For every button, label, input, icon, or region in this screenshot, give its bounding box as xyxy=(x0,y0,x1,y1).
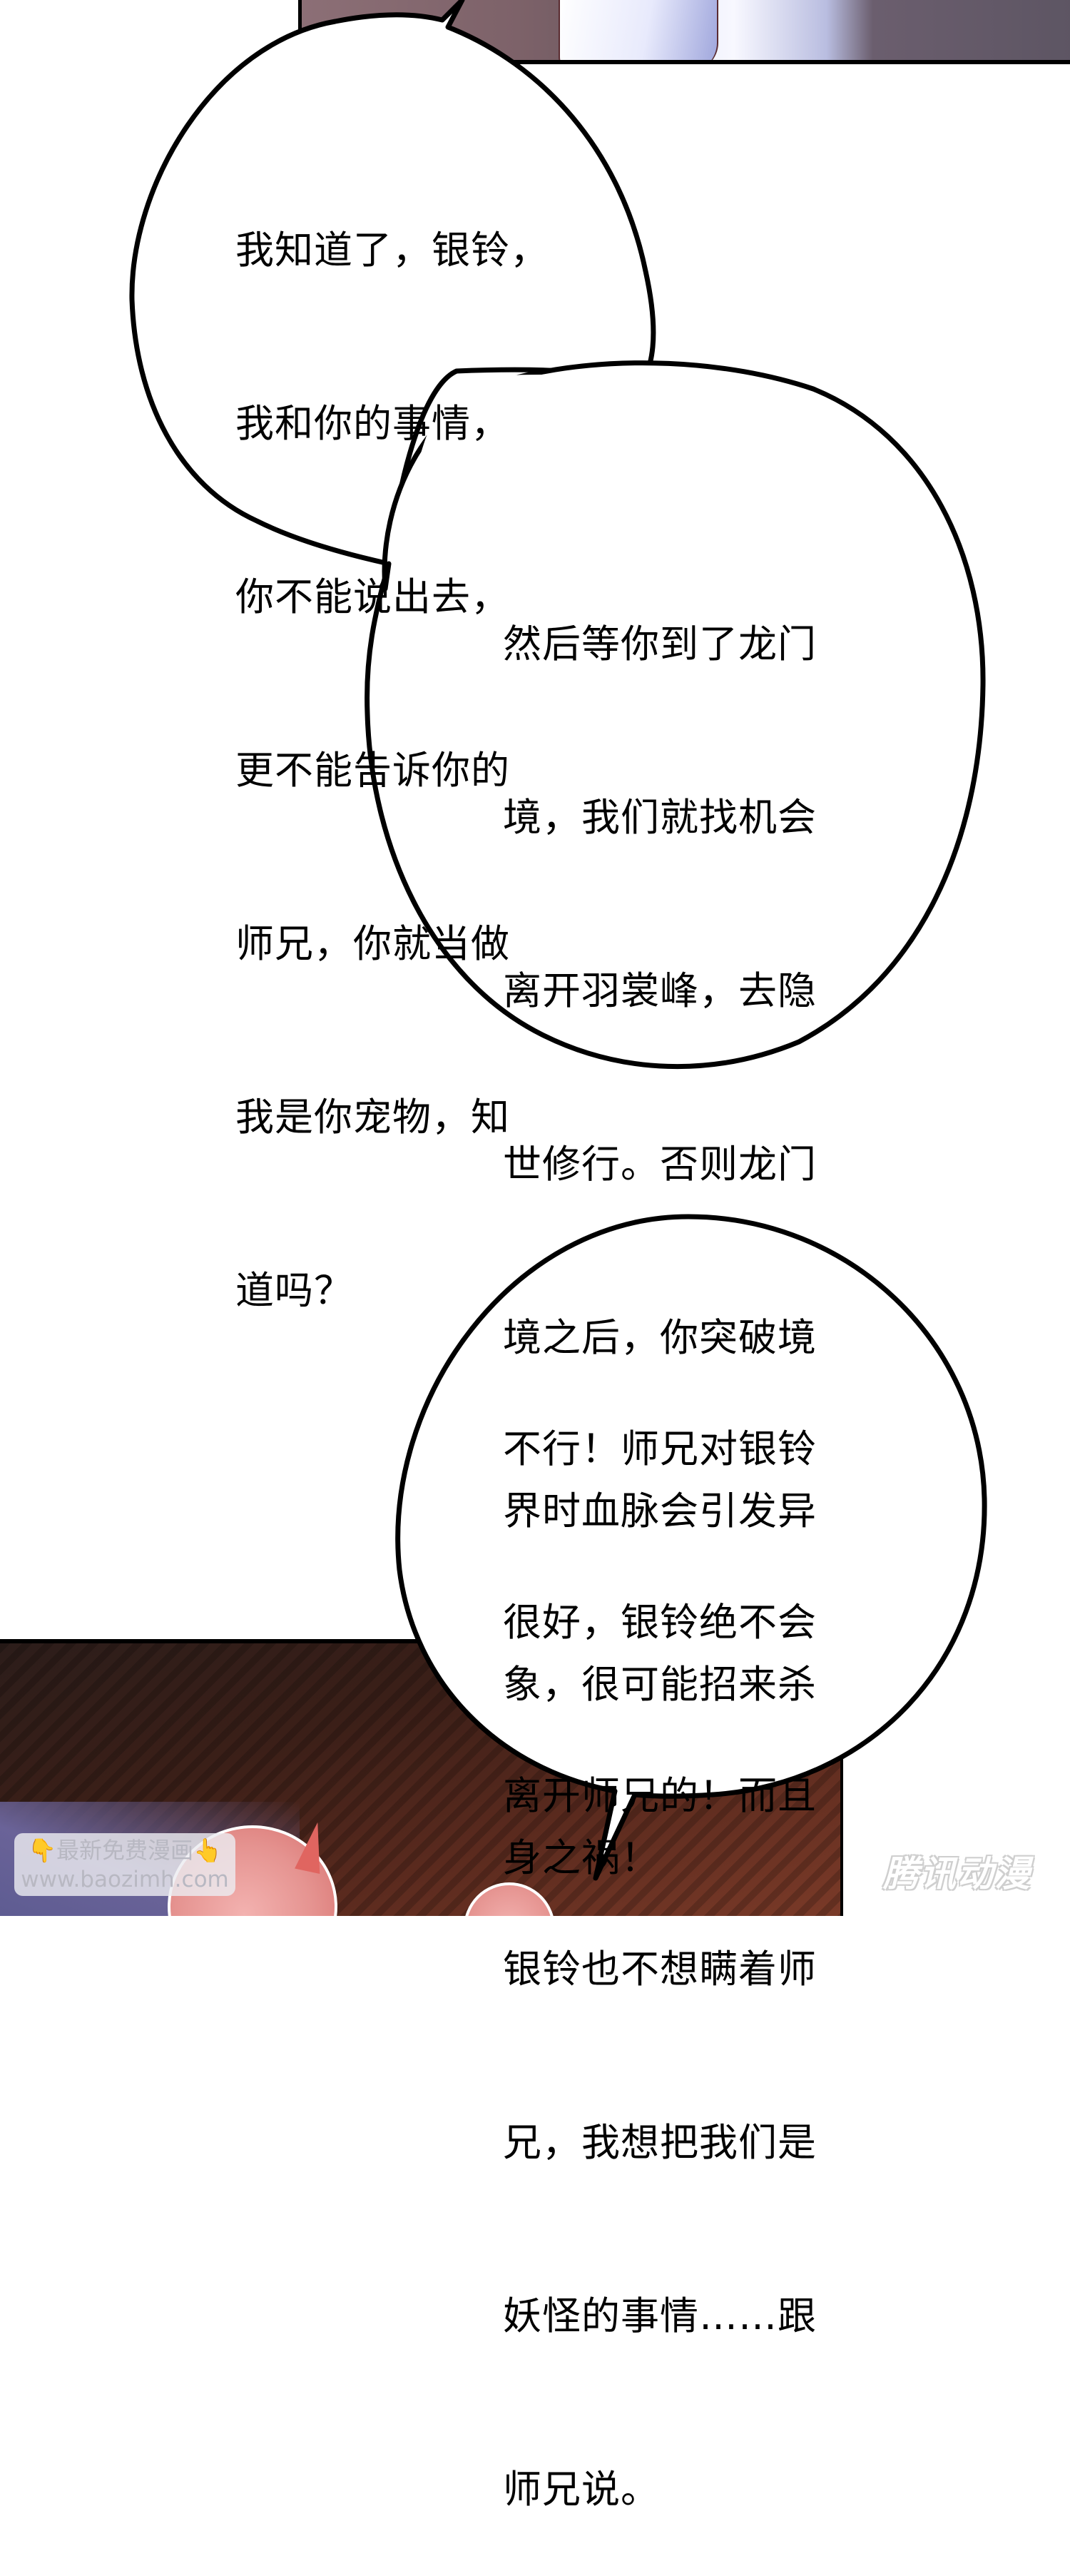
bubble-3-line: 妖怪的事情……跟 xyxy=(503,2293,817,2338)
bubble-3-line: 兄，我想把我们是 xyxy=(503,2120,817,2165)
speech-bubble-2-outline xyxy=(365,360,986,1070)
speech-bubble-3-outline xyxy=(395,1214,987,1881)
watermark-url[interactable]: www.baozimh.com xyxy=(21,1867,229,1892)
bubble-2-line: 境，我们就找机会 xyxy=(503,795,817,840)
bubble-1-line: 我知道了，银铃， xyxy=(235,228,549,273)
bubble-2-line: 境之后，你突破境 xyxy=(503,1315,817,1360)
bubble-2-line: 象，很可能招来杀 xyxy=(503,1662,817,1707)
bubble-1-line: 我和你的事情， xyxy=(235,401,510,446)
bubble-3-line: 很好，银铃绝不会 xyxy=(503,1600,817,1645)
bubble-2-line: 离开羽裳峰，去隐 xyxy=(503,968,817,1013)
white-robe-art xyxy=(559,0,718,60)
bubble-2-line: 世修行。否则龙门 xyxy=(503,1142,817,1187)
tencent-comics-logo: 腾讯动漫 xyxy=(883,1853,1031,1895)
hand-pointing-down-icon: 👇 xyxy=(28,1837,56,1864)
hand-pointing-up-icon: 👆 xyxy=(193,1837,222,1864)
speech-bubble-2-text: 然后等你到了龙门 境，我们就找机会 离开羽裳峰，去隐 世修行。否则龙门 境之后，… xyxy=(503,500,817,1944)
bubble-2-line: 界时血脉会引发异 xyxy=(503,1489,817,1533)
bubble-1-line: 你不能说出去， xyxy=(235,574,510,619)
speech-bubble-shapes xyxy=(129,0,987,1881)
watermark-title-row: 👇最新免费漫画👆 xyxy=(14,1835,235,1866)
bubble-2-line: 然后等你到了龙门 xyxy=(503,622,817,666)
bubble-3-line: 银铃也不想瞒着师 xyxy=(503,1947,817,1992)
bubble-3-line: 师兄说。 xyxy=(503,2467,660,2512)
bubble-3-line: 不行！师兄对银铃 xyxy=(503,1426,817,1471)
watermark-title: 最新免费漫画 xyxy=(56,1837,193,1864)
bubble-join-mask xyxy=(399,375,642,571)
bubble-2-line: 身之祸！ xyxy=(503,1835,660,1880)
bubble-1-line: 更不能告诉你的 xyxy=(235,748,510,793)
bubble-1-line: 师兄，你就当做 xyxy=(235,921,510,966)
speech-bubble-1-text: 我知道了，银铃， 我和你的事情， 你不能说出去， 更不能告诉你的 师兄，你就当做… xyxy=(235,106,549,1377)
baozimh-watermark[interactable]: 👇最新免费漫画👆 www.baozimh.com xyxy=(14,1833,235,1896)
bubble-1-line: 我是你宠物，知 xyxy=(235,1095,510,1140)
speech-bubble-3-text: 不行！师兄对银铃 很好，银铃绝不会 离开师兄的！而且 银铃也不想瞒着师 兄，我想… xyxy=(503,1304,817,2576)
bubble-1-line: 道吗？ xyxy=(235,1268,353,1313)
bubble-3-line: 离开师兄的！而且 xyxy=(503,1773,817,1818)
